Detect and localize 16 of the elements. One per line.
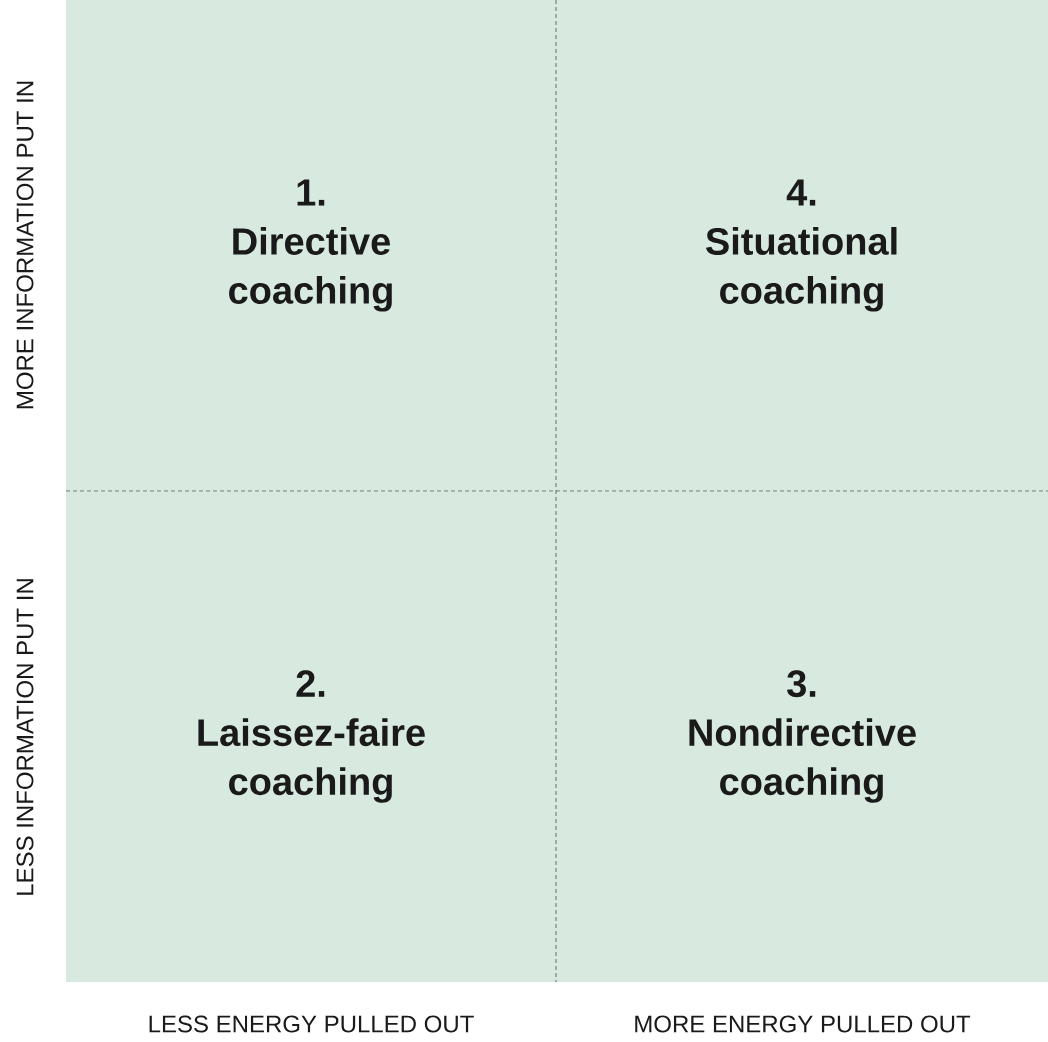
axis-label: MORE INFORMATION PUT IN xyxy=(16,81,34,409)
axis-label: MORE ENERGY PULLED OUT xyxy=(635,1015,971,1033)
node-label: Nondirective coaching xyxy=(689,718,916,803)
node-label: 1. xyxy=(297,179,325,206)
quadrant: 2. Laissez-faire coaching xyxy=(66,491,556,982)
node-label: Situational coaching xyxy=(705,227,897,312)
node-label: Directive coaching xyxy=(229,227,392,312)
quadrant: 1. Directive coaching xyxy=(66,0,556,491)
axis-label: LESS INFORMATION PUT IN xyxy=(16,579,34,895)
node-label: 4. xyxy=(786,179,816,206)
axis-label: LESS ENERGY PULLED OUT xyxy=(149,1015,474,1033)
node-label: Laissez-faire coaching xyxy=(198,718,425,803)
node-label: 2. xyxy=(296,670,325,697)
quadrant: 4. Situational coaching xyxy=(556,0,1048,491)
quadrant: 3. Nondirective coaching xyxy=(556,491,1048,982)
node-label: 3. xyxy=(787,670,816,698)
